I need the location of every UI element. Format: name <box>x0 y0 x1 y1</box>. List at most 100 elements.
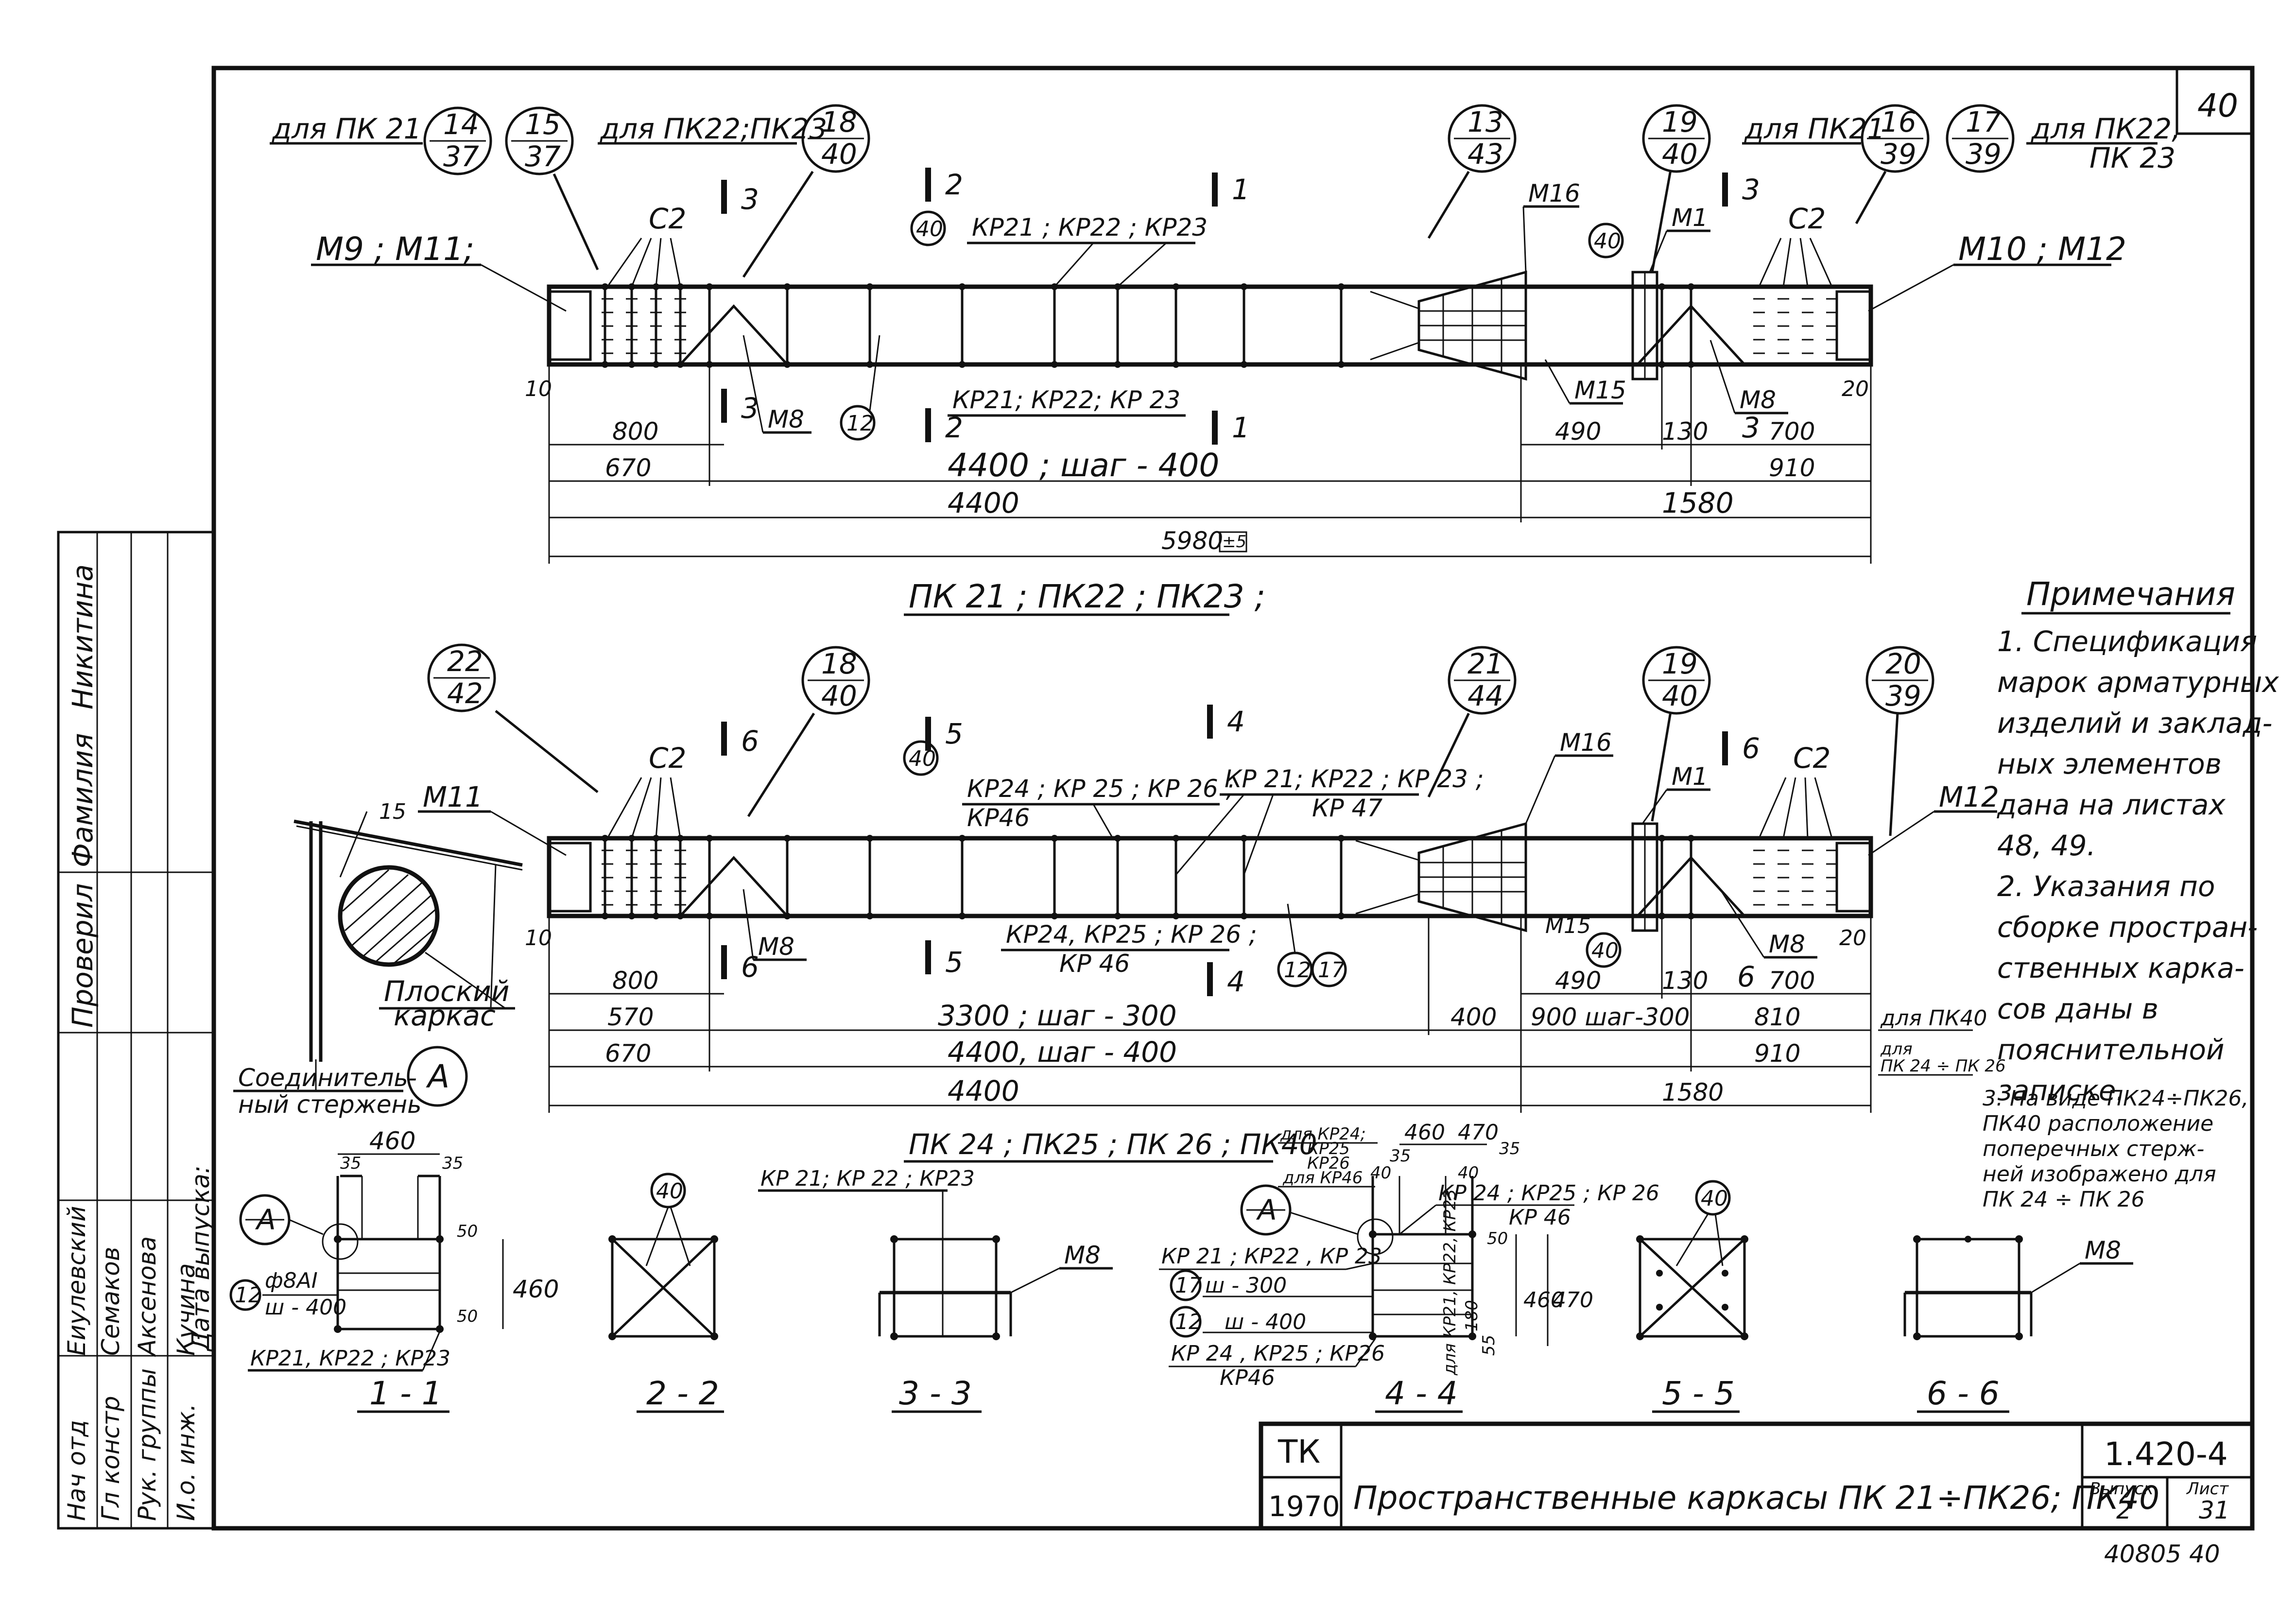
bot-rod-node <box>959 913 966 919</box>
s44-circ17: 17 <box>1175 1273 1202 1298</box>
bot-rod-node <box>1241 913 1247 919</box>
bot-circ12: 12 <box>1284 958 1311 983</box>
bot-rod-node <box>1338 835 1345 842</box>
bot-d20: 20 <box>1839 926 1866 950</box>
bot-kp-c: КР24, КР25 ; КР 26 ; <box>1006 920 1257 949</box>
bot-d700: 700 <box>1769 967 1815 995</box>
top-rod-node <box>602 361 608 368</box>
top-callout-top: 13 <box>1467 105 1503 138</box>
bot-d400: 400 <box>1450 1003 1497 1031</box>
bot-for-pk24: для <box>1880 1039 1913 1059</box>
bot-for-pk24b: ПК 24 ÷ ПК 26 <box>1881 1056 2006 1076</box>
bot-rod-node <box>706 835 713 842</box>
top-circ40-b: 40 <box>1594 229 1621 254</box>
top-sec1-b: 1 <box>1232 411 1250 444</box>
sheet-number: 40 <box>2197 87 2238 124</box>
bot-callout-leader <box>747 712 815 817</box>
bot-callout <box>1642 646 1711 715</box>
title-block: ТК 1970 Пространственные каркасы ПК 21÷П… <box>1259 1421 2255 1531</box>
bot-rod-node <box>653 913 659 919</box>
top-callout <box>1946 104 2015 173</box>
bot-c2-right-label: С2 <box>1793 742 1830 775</box>
s66-m8: М8 <box>2085 1236 2121 1264</box>
top-rod-node <box>959 361 966 368</box>
s33-kp: КР 21; КР 22 ; КР23 <box>760 1166 975 1191</box>
top-m1: М1 <box>1672 204 1708 232</box>
s44-for1: для КР24; <box>1280 1124 1366 1144</box>
inspector-name: Никитина <box>66 564 99 709</box>
sign-name-2: Семаков <box>97 1247 125 1356</box>
s44-kp-bot2: КР46 <box>1220 1365 1275 1390</box>
top-rod-node <box>1051 361 1058 368</box>
top-m15: М15 <box>1574 376 1626 404</box>
top-callout-leader <box>1855 171 1887 225</box>
bot-rod-node <box>959 835 966 842</box>
bot-c2-left-label: С2 <box>649 742 686 775</box>
bot-m8-right: М8 <box>1769 930 1805 958</box>
top-rod-node <box>1241 283 1247 290</box>
s55-title: 5 - 5 <box>1662 1375 1735 1412</box>
top-d130: 130 <box>1662 417 1708 446</box>
top-rod-node <box>1688 283 1694 290</box>
bot-d1580: 1580 <box>1662 1078 1724 1106</box>
s11-title: 1 - 1 <box>369 1375 442 1412</box>
top-rod-node <box>1241 361 1247 368</box>
top-callout-top: 18 <box>821 105 857 138</box>
top-rod-node <box>1173 283 1179 290</box>
bot-d810: 810 <box>1754 1003 1800 1031</box>
top-callout <box>1642 104 1711 173</box>
top-sec2-a: 2 <box>945 168 963 201</box>
bot-callout-top: 22 <box>447 645 483 678</box>
note3-line: ПК40 расположение <box>1983 1111 2213 1136</box>
top-callout-bottom: 37 <box>525 140 561 173</box>
bot-sec4-b: 4 <box>1227 965 1245 998</box>
bot-callout <box>1865 646 1934 715</box>
bot-d800: 800 <box>612 967 658 995</box>
detail-a-flat-frame: Плоский <box>384 975 509 1008</box>
section-6-6: М8 6 - 6 <box>1903 1235 2133 1413</box>
top-circ40: 40 <box>916 217 943 242</box>
bot-sec5-b: 5 <box>945 946 963 979</box>
note-line: пояснительной <box>1997 1033 2225 1066</box>
top-callout-leader <box>742 171 814 278</box>
top-callout <box>505 106 574 175</box>
bot-circ40: 40 <box>909 746 936 771</box>
bot-rod-node <box>1051 835 1058 842</box>
notes-heading: Примечания <box>2026 575 2235 613</box>
s11-w: 460 <box>369 1127 415 1155</box>
note3-line: 3. На виде ПК24÷ПК26, <box>1983 1086 2249 1111</box>
top-tol: ±5 <box>1222 532 1246 552</box>
top-callout-bottom: 37 <box>443 140 479 173</box>
top-callout-leader <box>1427 171 1470 239</box>
top-rod-node <box>1338 283 1345 290</box>
top-callout-bottom: 43 <box>1467 138 1503 171</box>
bot-rod-node <box>1173 913 1179 919</box>
bot-for-pk40: для ПК40 <box>1880 1006 1987 1031</box>
note3-line: поперечных стерж- <box>1983 1137 2204 1161</box>
s44-for4: для КР46 <box>1282 1168 1363 1188</box>
bot-rod-node <box>784 835 791 842</box>
top-callout-top: 19 <box>1662 105 1698 138</box>
bot-d130: 130 <box>1662 967 1708 995</box>
top-callout-top: 17 <box>1966 105 2002 138</box>
s33-title: 3 - 3 <box>899 1375 972 1412</box>
bot-callout-bottom: 39 <box>1885 679 1921 712</box>
top-caption: ПК 21 ; ПК22 ; ПК23 ; <box>909 578 1265 615</box>
bot-callout-bottom: 40 <box>821 679 857 712</box>
bot-d910: 910 <box>1754 1039 1800 1068</box>
s11-d35b: 35 <box>442 1154 463 1173</box>
sign-name-3: Аксенова <box>133 1236 161 1357</box>
bot-d3300: 3300 ; шаг - 300 <box>938 999 1177 1032</box>
s44-kp-top2: КР 46 <box>1509 1205 1571 1230</box>
top-sec1-a: 1 <box>1232 173 1250 206</box>
bot-callout-top: 21 <box>1467 647 1503 680</box>
top-m10-m12: М10 ; М12 <box>1958 230 2126 268</box>
s44-kp-mid: КР 21 ; КР22 , КР 23 <box>1161 1244 1382 1269</box>
bot-rod-node <box>1241 835 1247 842</box>
bot-callout-bottom: 44 <box>1467 679 1503 712</box>
detail-a: 15 Плоский каркас Соединитель- ный стерж… <box>233 799 523 1119</box>
top-callout-leader <box>1651 171 1672 273</box>
top-rod-node <box>1114 361 1121 368</box>
s11-circ: 12 <box>235 1283 262 1308</box>
